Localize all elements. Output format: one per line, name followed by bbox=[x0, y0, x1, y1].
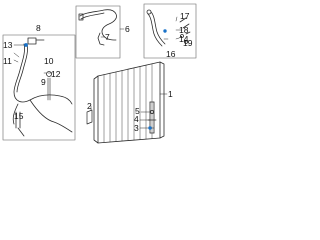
callout-10: 10 bbox=[44, 56, 54, 66]
callout-11: 11 bbox=[3, 56, 12, 66]
condenser bbox=[93, 61, 165, 144]
callout-9: 9 bbox=[41, 77, 46, 87]
callout-14: 14 bbox=[179, 34, 189, 44]
callout-1: 1 bbox=[168, 89, 173, 99]
callout-17: 17 bbox=[180, 11, 190, 21]
callout-4: 4 bbox=[134, 114, 139, 124]
receiver-drier bbox=[147, 101, 157, 134]
callout-6: 6 bbox=[125, 24, 130, 34]
callout-3: 3 bbox=[134, 123, 139, 133]
callout-15: 15 bbox=[14, 111, 24, 121]
fitting-3-marker bbox=[148, 126, 152, 130]
callout-5: 5 bbox=[135, 106, 140, 116]
hose-assembly-upper bbox=[78, 9, 117, 46]
callout-19: 19 bbox=[183, 38, 193, 48]
diagram-artwork bbox=[2, 3, 197, 144]
pipe-group-frame bbox=[143, 3, 197, 59]
highlighted-fittings bbox=[24, 29, 167, 130]
fitting-18-marker bbox=[163, 29, 167, 33]
pipe-assembly-right bbox=[146, 9, 191, 47]
callout-2: 2 bbox=[87, 101, 92, 111]
hose-group-frame bbox=[75, 5, 121, 59]
parts-diagram: 1 2 3 4 5 6 7 8 9 10 11 12 13 14 15 16 1… bbox=[0, 0, 200, 147]
callout-7: 7 bbox=[105, 32, 110, 42]
callout-8: 8 bbox=[36, 23, 41, 33]
hose-assembly-lower bbox=[12, 37, 73, 137]
bracket bbox=[86, 109, 93, 125]
callout-12: 12 bbox=[51, 69, 61, 79]
left-group-frame bbox=[2, 34, 76, 141]
callout-16: 16 bbox=[166, 49, 176, 59]
callout-18: 18 bbox=[179, 25, 189, 35]
callout-13: 13 bbox=[3, 40, 13, 50]
fitting-11-marker bbox=[24, 43, 28, 47]
